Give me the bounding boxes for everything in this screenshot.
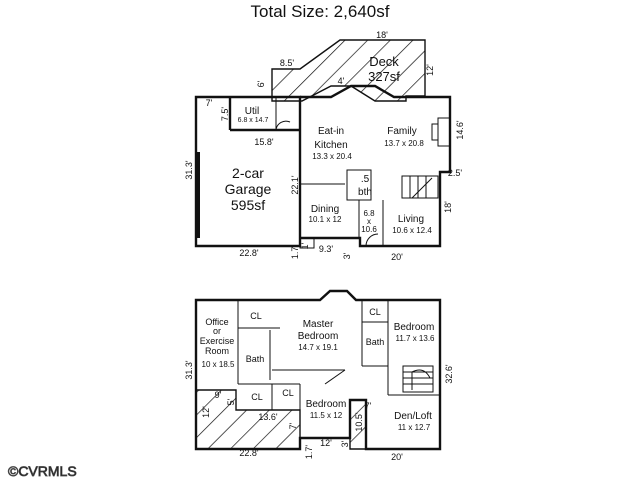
dim-height-left: 31.3' bbox=[184, 160, 194, 180]
bedroom-b-size: 11.5 x 12 bbox=[310, 411, 343, 420]
dim-deck-left: 8.5' bbox=[280, 58, 295, 68]
garage-label-2: Garage bbox=[225, 181, 272, 197]
dim-bottom-left-1: 1.7' bbox=[290, 245, 300, 260]
family-label: Family bbox=[387, 126, 416, 137]
dim-deck-side: 6' bbox=[256, 80, 266, 87]
garage-area: 595sf bbox=[231, 197, 265, 213]
first-floor bbox=[194, 39, 452, 249]
office-label-2: or bbox=[213, 326, 221, 336]
dim-util-top: 7' bbox=[206, 98, 213, 108]
master-label-1: Master bbox=[303, 319, 334, 330]
dim2-corner-9: 9' bbox=[215, 390, 222, 400]
dim-bottom-right: 20' bbox=[391, 252, 403, 262]
kitchen-label-2: Kitchen bbox=[314, 140, 347, 151]
closet-1-label: CL bbox=[250, 311, 262, 321]
garage-label-1: 2-car bbox=[232, 165, 264, 181]
closet-4-label: CL bbox=[369, 307, 381, 317]
first-floor-stairs bbox=[401, 175, 439, 199]
dim2-bottom-12: 12' bbox=[320, 438, 332, 448]
dim-garage-bottom: 22.8' bbox=[239, 248, 259, 258]
hall-size-2: x bbox=[367, 217, 371, 226]
closet-2-label: CL bbox=[251, 392, 263, 402]
deck-area bbox=[271, 39, 426, 102]
dim2-mid-7: 7' bbox=[288, 422, 298, 429]
dim2-height-left: 31.3' bbox=[184, 360, 194, 380]
second-floor-outline bbox=[194, 289, 442, 451]
living-size: 10.6 x 12.4 bbox=[392, 226, 432, 235]
dim-garage-top: 15.8' bbox=[254, 137, 274, 147]
kitchen-label-1: Eat-in bbox=[318, 126, 344, 137]
half-bath-label-2: bth bbox=[358, 187, 372, 198]
entry-door-swing bbox=[365, 233, 379, 247]
hall-size-3: 10.6 bbox=[361, 225, 377, 234]
dim2-notch-105: 10.5' bbox=[354, 412, 364, 432]
half-bath-label-1: .5 bbox=[361, 174, 370, 185]
dim-bottom-small: 3' bbox=[342, 252, 352, 259]
first-floor-labels: Deck 327sf Util 6.8 x 14.7 Eat-in Kitche… bbox=[184, 30, 465, 262]
dim-bottom-left-2: 1' bbox=[300, 242, 310, 249]
util-label: Util bbox=[245, 106, 259, 117]
family-size: 13.7 x 20.8 bbox=[384, 139, 424, 148]
stair-arrow bbox=[411, 369, 431, 390]
dim2-mid-136: 13.6' bbox=[258, 412, 278, 422]
bedroom-a-size: 11.7 x 13.6 bbox=[396, 334, 436, 343]
dim2-corner-5: 5' bbox=[226, 398, 236, 405]
dim-bottom-mid: 9.3' bbox=[319, 244, 334, 254]
open-to-below-area bbox=[195, 389, 301, 450]
garage-entry-step bbox=[299, 237, 315, 249]
bedroom-a-label: Bedroom bbox=[394, 322, 435, 333]
dim-right-step: 2.5' bbox=[448, 168, 463, 178]
hall-diagonal bbox=[324, 369, 346, 385]
dim2-notch-7: 7' bbox=[365, 401, 372, 411]
second-floor bbox=[194, 289, 442, 451]
deck-label: Deck bbox=[369, 54, 399, 69]
den-size: 11 x 12.7 bbox=[398, 423, 431, 432]
dim-garage-inner: 22.1' bbox=[290, 175, 300, 195]
dim-deck-top: 18' bbox=[376, 30, 388, 40]
bath-1-label: Bath bbox=[246, 354, 265, 364]
dim2-bottom-17: 1.7' bbox=[304, 445, 314, 460]
stair-arrow bbox=[411, 177, 433, 199]
dining-size: 10.1 x 12 bbox=[309, 215, 342, 224]
dim-right-lower: 18' bbox=[443, 201, 453, 213]
dim2-bottom-right: 20' bbox=[391, 452, 403, 462]
office-size: 10 x 18.5 bbox=[202, 360, 235, 369]
hall-size-1: 6.8 bbox=[363, 209, 375, 218]
dim2-height-right: 32.6' bbox=[444, 364, 454, 384]
second-floor-stairs bbox=[402, 365, 434, 393]
bath-2-label: Bath bbox=[366, 337, 385, 347]
dim-deck-mid: 4' bbox=[338, 76, 345, 86]
closet-3-label: CL bbox=[282, 388, 294, 398]
dim2-bottom-left: 22.8' bbox=[239, 448, 259, 458]
fireplace-hearth bbox=[431, 123, 439, 141]
dim-deck-right: 12' bbox=[425, 64, 435, 76]
dim2-corner-12: 12' bbox=[201, 406, 211, 418]
plan-title: Total Size: 2,640sf bbox=[251, 2, 390, 21]
util-size: 6.8 x 14.7 bbox=[238, 117, 269, 124]
watermark: ©CVRMLS bbox=[8, 463, 77, 479]
master-label-2: Bedroom bbox=[298, 331, 339, 342]
master-size: 14.7 x 19.1 bbox=[298, 343, 338, 352]
deck-area-label: 327sf bbox=[368, 69, 400, 84]
fireplace bbox=[437, 117, 451, 147]
dim2-bottom-3: 3' bbox=[340, 440, 350, 447]
dim-family-right: 14.6' bbox=[455, 120, 465, 140]
office-label-4: Room bbox=[205, 346, 229, 356]
living-label: Living bbox=[398, 214, 424, 225]
den-label: Den/Loft bbox=[394, 411, 432, 422]
bedroom-b-label: Bedroom bbox=[306, 399, 347, 410]
dining-label: Dining bbox=[311, 204, 339, 215]
util-door-swing bbox=[275, 120, 291, 131]
second-floor-labels: Office or Exercise Room 10 x 18.5 CL Mas… bbox=[184, 307, 454, 462]
office-label-1: Office bbox=[205, 317, 228, 327]
office-label-3: Exercise bbox=[200, 336, 235, 346]
kitchen-size: 13.3 x 20.4 bbox=[312, 152, 352, 161]
dim-util-side: 7.5' bbox=[220, 107, 230, 122]
